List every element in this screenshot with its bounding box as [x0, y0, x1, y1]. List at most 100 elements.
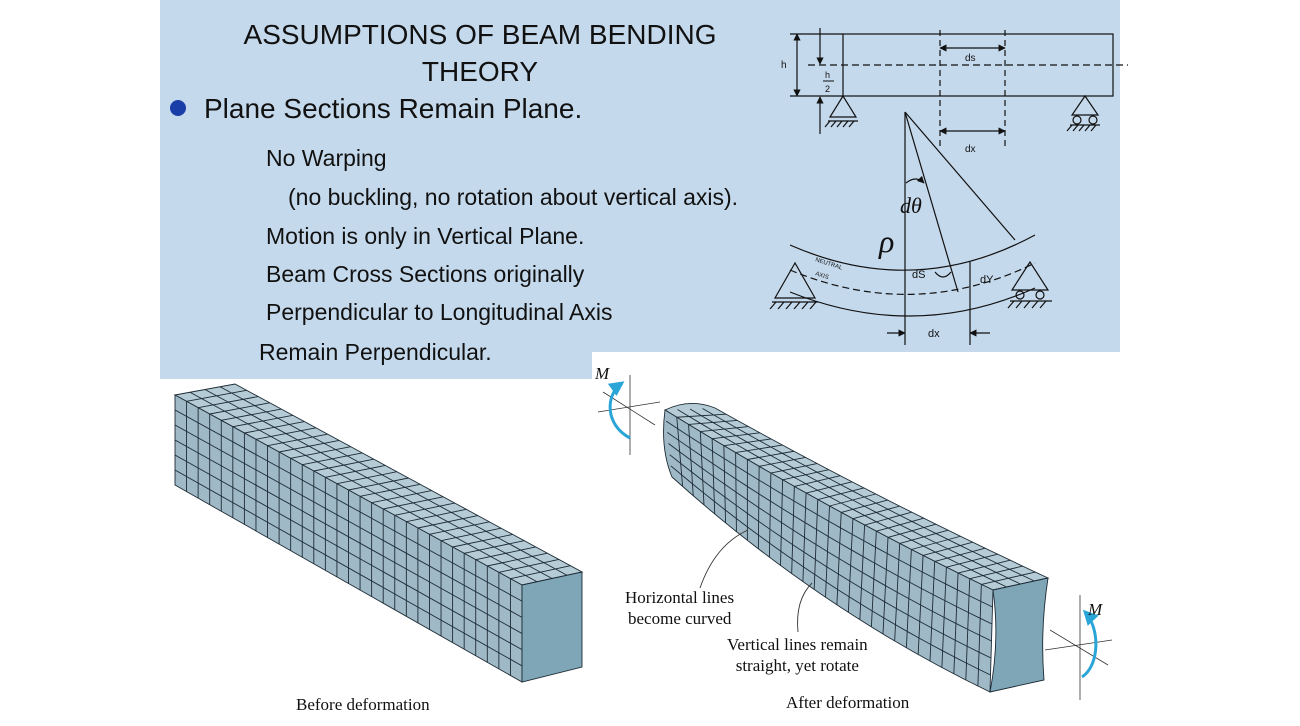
grid-line [724, 483, 737, 493]
grid-line [968, 612, 981, 619]
grid-line [712, 463, 725, 472]
grid-line [828, 487, 842, 495]
grid-line [864, 505, 877, 513]
grid-line [852, 499, 865, 507]
grid-line [815, 559, 828, 568]
bent-neutral-axis [789, 262, 1036, 295]
grid-line [829, 496, 842, 504]
grid-line [723, 436, 736, 445]
grid-line [942, 650, 955, 658]
grid-line [840, 493, 853, 501]
grid-line [871, 610, 885, 619]
grid-line [978, 651, 992, 659]
grid-line [947, 548, 961, 556]
grid-line [955, 623, 968, 630]
grid-line [691, 471, 704, 481]
grid-line [825, 581, 838, 590]
grid-line [943, 616, 957, 624]
label-h-half-den: 2 [825, 84, 830, 94]
grid-line [911, 530, 925, 538]
grid-line [876, 512, 889, 519]
grid-line [713, 414, 726, 422]
grid-line [805, 483, 818, 491]
grid-line [803, 566, 816, 575]
label-dy: dY [980, 274, 994, 286]
grid-line [887, 527, 901, 535]
grid-line [837, 589, 850, 598]
grid-line [781, 522, 794, 531]
label-ds: ds [965, 53, 976, 64]
grid-line [780, 550, 793, 560]
grid-line [735, 478, 748, 487]
grid-line [780, 536, 793, 545]
grid-line [770, 463, 783, 472]
grid-line [923, 545, 936, 553]
grid-line [957, 589, 970, 597]
grid-line [850, 565, 863, 573]
grid-line [770, 500, 783, 509]
grid-line [702, 408, 714, 416]
grid-line [725, 509, 737, 519]
grid-line [984, 557, 998, 564]
callout-vertical-line-2: straight, yet rotate [735, 656, 859, 675]
callout-horizontal-lines: Horizontal lines become curved [625, 587, 734, 629]
grid-line [805, 474, 818, 482]
callout-horizontal-line-1: Horizontal lines [625, 588, 735, 607]
grid-line [803, 551, 816, 560]
grid-line [887, 518, 901, 526]
bent-left-support-icon [773, 261, 817, 299]
grid-line [816, 514, 830, 522]
title-panel-extension [160, 352, 592, 379]
grid-line [689, 408, 702, 417]
grid-line [972, 551, 986, 558]
grid-line [724, 428, 737, 437]
grid-line [736, 518, 748, 528]
grid-line [782, 493, 795, 502]
grid-line [931, 627, 944, 635]
grid-line [826, 566, 839, 575]
grid-line [887, 508, 901, 516]
bullet-text: Plane Sections Remain Plane. [204, 93, 583, 124]
grid-line [690, 459, 703, 469]
grid-line [713, 475, 725, 485]
grid-line [863, 496, 877, 504]
grid-line [735, 465, 748, 474]
line-no-warping: No Warping [266, 145, 387, 171]
grid-line [909, 581, 922, 589]
grid-line [770, 454, 783, 463]
grid-line [923, 527, 937, 534]
grid-line [680, 463, 692, 473]
grid-line [219, 386, 568, 576]
beam-after [663, 403, 1050, 693]
grid-line [996, 572, 1009, 579]
grid-line [911, 539, 924, 547]
grid-line [747, 526, 759, 536]
grid-line [838, 558, 851, 566]
beam-diagram [769, 28, 1128, 345]
grid-line [919, 621, 932, 629]
grid-line [875, 502, 889, 510]
grid-line [875, 546, 888, 554]
grid-line [935, 542, 949, 550]
grid-line [979, 634, 992, 642]
grid-line [681, 474, 693, 485]
grid-line [735, 504, 748, 514]
grid-line [872, 594, 885, 603]
grid-line [758, 457, 771, 465]
grid-line [968, 595, 981, 602]
label-rho: ρ [878, 223, 894, 259]
grid-line [910, 565, 923, 573]
grid-line [896, 608, 909, 616]
grid-line [723, 458, 736, 467]
grid-line [1021, 574, 1035, 582]
grid-line [840, 484, 853, 492]
grid-line [947, 539, 961, 546]
grid-line [864, 515, 877, 523]
grid-line [943, 633, 956, 641]
grid-line [839, 542, 852, 551]
grid-line [935, 551, 948, 559]
after-end-face [989, 577, 1049, 693]
grid-line [815, 544, 828, 553]
grid-line [769, 542, 782, 552]
